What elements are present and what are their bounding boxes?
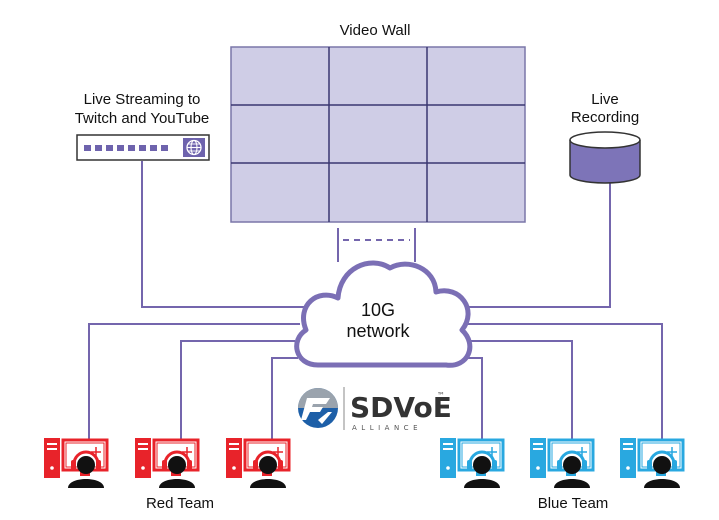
blue-workstation-3 bbox=[620, 438, 685, 488]
live-recording-label-line2: Recording bbox=[571, 109, 639, 126]
streaming-device bbox=[76, 134, 210, 161]
blue-link-2 bbox=[460, 340, 573, 440]
workstations bbox=[44, 438, 685, 488]
video-wall-label: Video Wall bbox=[340, 22, 411, 39]
sdvoe-logo: SDVoE ™ ALLIANCE bbox=[298, 387, 452, 432]
sdvoe-logo-icon bbox=[298, 388, 338, 428]
blue-link-3 bbox=[458, 357, 483, 440]
red-team-label: Red Team bbox=[146, 495, 214, 512]
sdvoe-trademark: ™ bbox=[437, 391, 445, 400]
live-streaming-label-line2: Twitch and YouTube bbox=[75, 110, 210, 127]
live-recording-label-line1: Live bbox=[591, 91, 619, 108]
red-link-1 bbox=[88, 323, 300, 440]
network-label-line2: network bbox=[346, 321, 410, 341]
globe-icon bbox=[183, 138, 205, 157]
streaming-link bbox=[141, 161, 320, 308]
blue-team-label: Blue Team bbox=[538, 495, 609, 512]
red-workstation-1 bbox=[44, 438, 109, 488]
blue-link-1 bbox=[450, 323, 663, 440]
recording-link bbox=[440, 182, 611, 308]
blue-workstation-2 bbox=[530, 438, 595, 488]
blue-workstation-1 bbox=[440, 438, 505, 488]
database-icon bbox=[569, 131, 641, 184]
red-link-2 bbox=[180, 340, 295, 440]
video-wall bbox=[230, 46, 526, 223]
cloud-icon bbox=[294, 260, 473, 368]
live-streaming-label-line1: Live Streaming to bbox=[84, 91, 201, 108]
red-workstation-2 bbox=[135, 438, 200, 488]
sdvoe-wordmark: SDVoE bbox=[350, 391, 452, 424]
network-label-line1: 10G bbox=[361, 300, 395, 320]
red-workstation-3 bbox=[226, 438, 291, 488]
red-link-3 bbox=[271, 357, 298, 440]
sdvoe-tagline: ALLIANCE bbox=[352, 424, 422, 432]
